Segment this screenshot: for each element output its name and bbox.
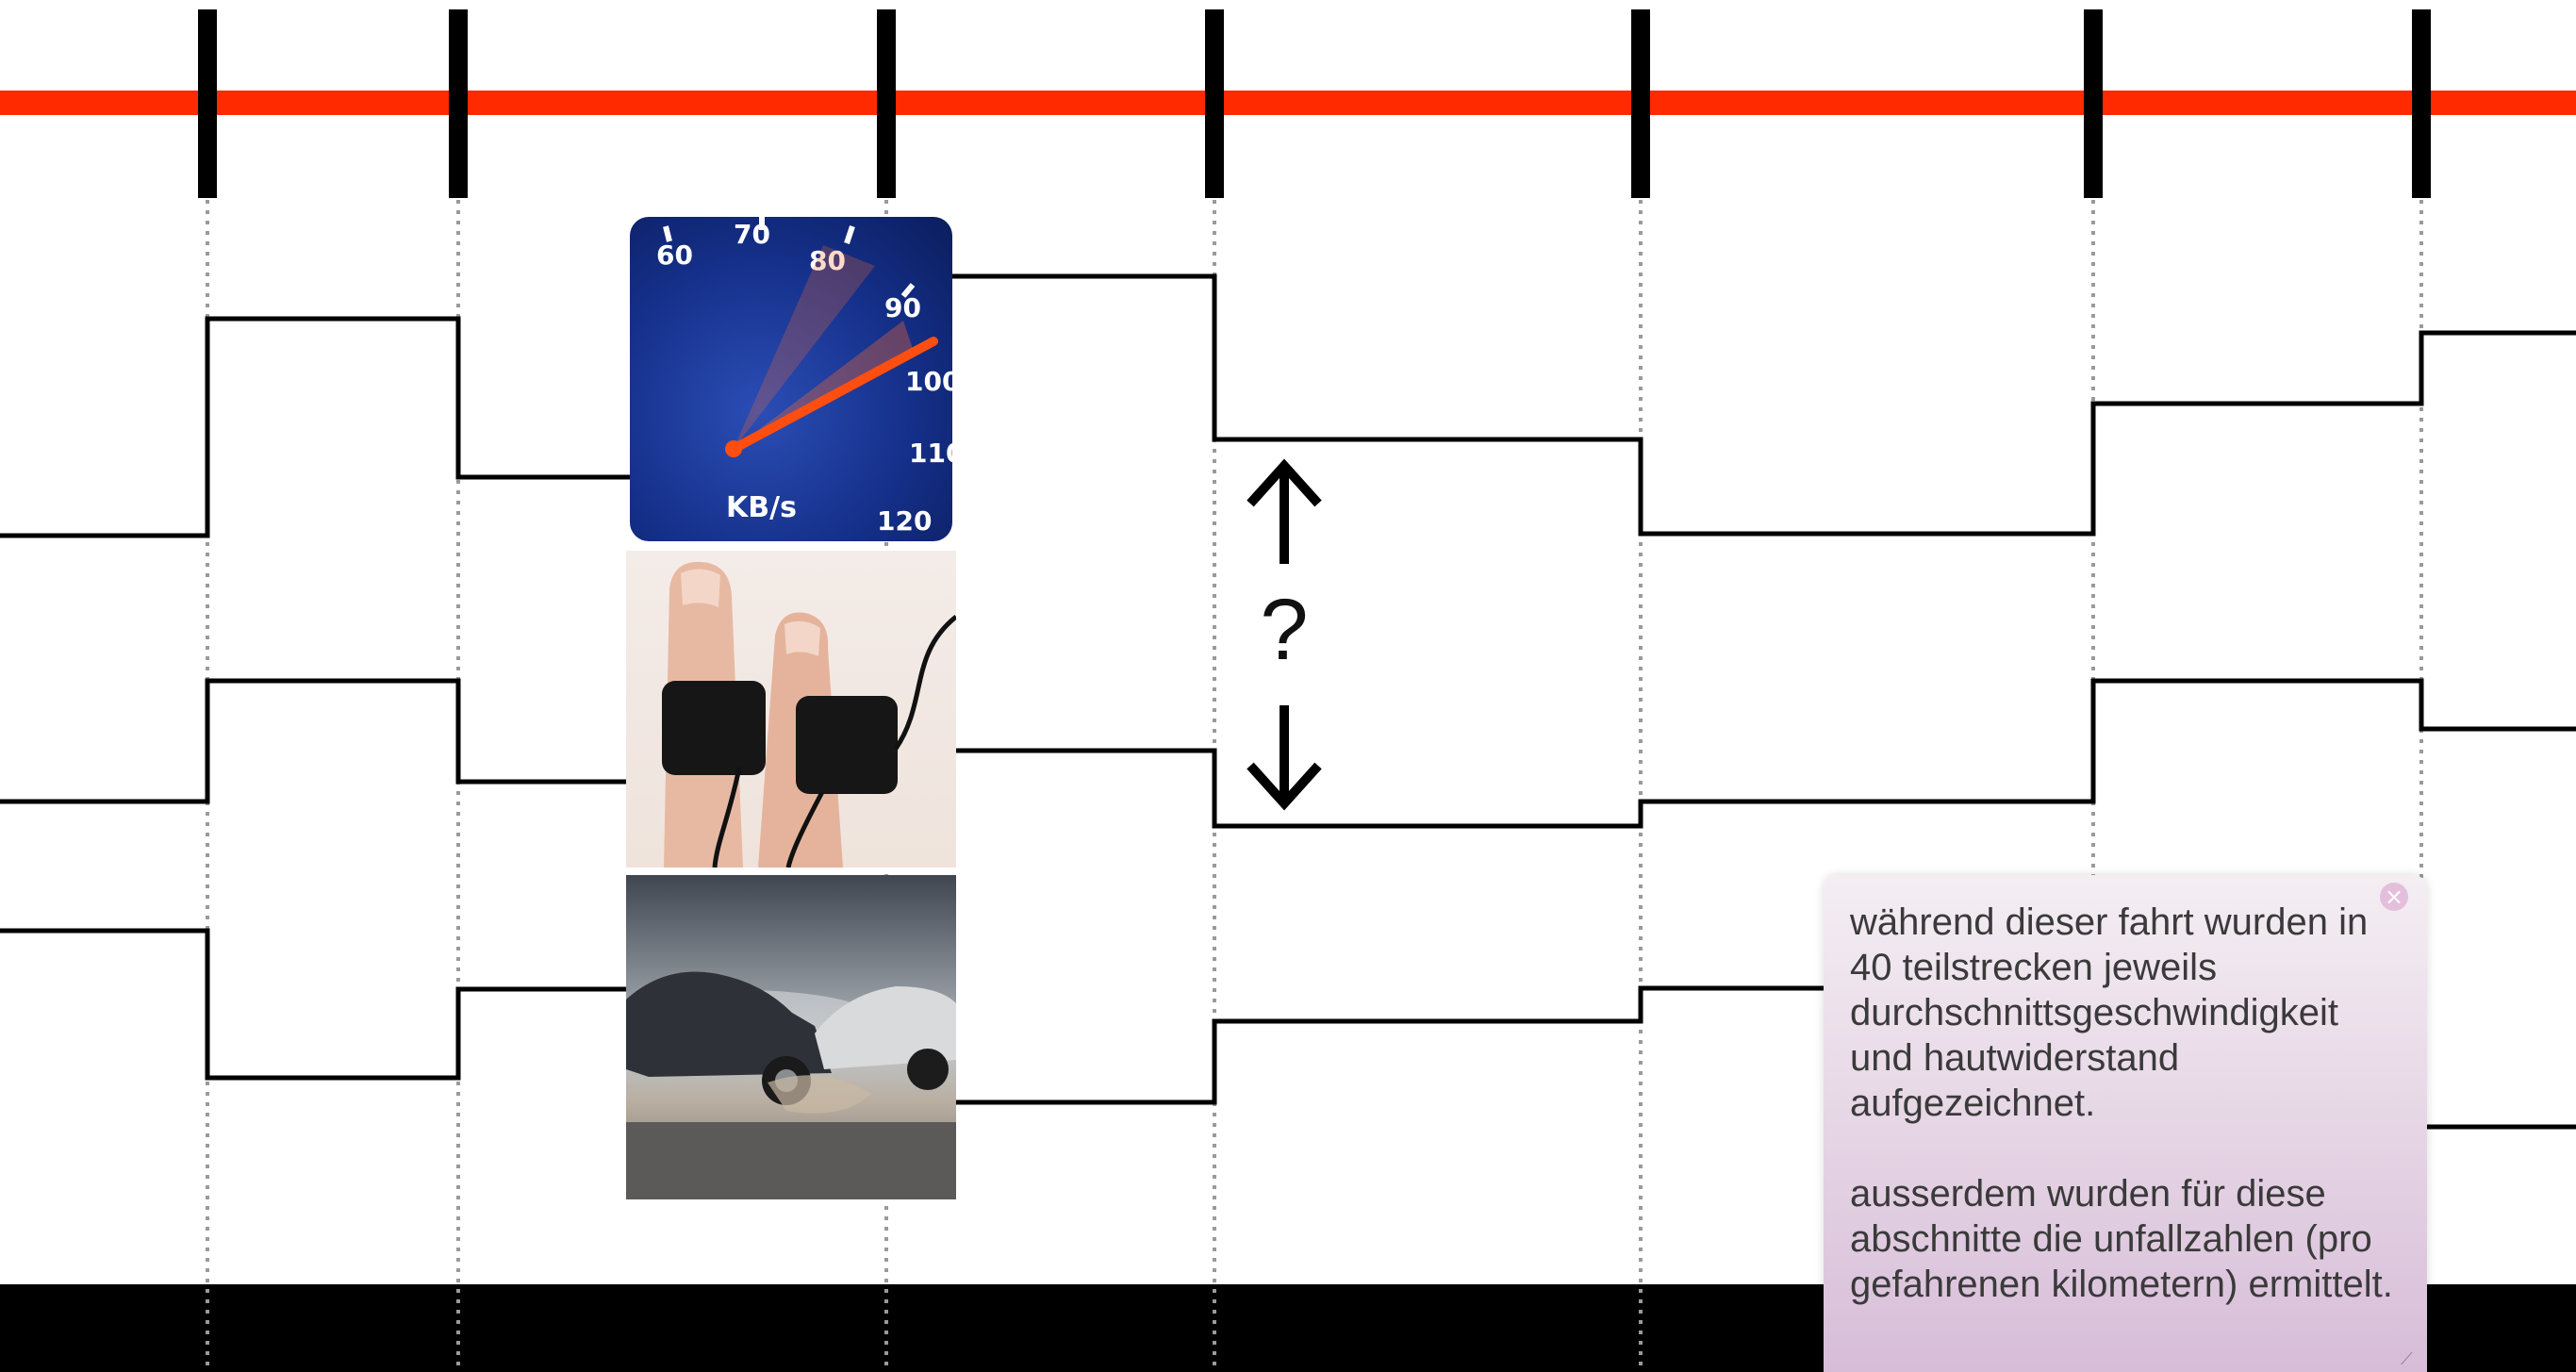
question-mark: ?: [1260, 582, 1309, 678]
segment-marker: [877, 9, 896, 198]
car-crash-image: [626, 875, 956, 1199]
close-icon[interactable]: ×: [2380, 883, 2408, 911]
segment-marker: [2084, 9, 2103, 198]
note-text[interactable]: während dieser fahrt wurden in 40 teilst…: [1850, 901, 2393, 1305]
sensor-band: [662, 681, 766, 775]
tick-label: 60: [656, 240, 693, 271]
skin-sensor-image: [626, 551, 956, 868]
increase-arrow-icon: [1247, 458, 1322, 564]
speed-unit-label: KB/s: [726, 491, 797, 524]
signal-line-1: [0, 273, 2576, 538]
decrease-arrow-icon: [1247, 705, 1322, 811]
segment-markers: [198, 9, 2431, 198]
signal-line-2: [0, 678, 2576, 829]
tick-label: 120: [877, 505, 932, 537]
speed-needle: [729, 337, 938, 454]
tick-label: 90: [884, 292, 921, 323]
segment-marker: [449, 9, 468, 198]
speedometer-image: 60 70 80 90 100 110 120 KB/s: [630, 217, 952, 541]
sensor-band: [796, 696, 898, 794]
tick-label: 70: [734, 219, 770, 250]
tick-label: 80: [809, 245, 846, 276]
segment-marker: [1205, 9, 1224, 198]
segment-marker: [2412, 9, 2431, 198]
resize-icon[interactable]: ⟋: [2401, 1349, 2413, 1369]
sticky-note[interactable]: × während dieser fahrt wurden in 40 teil…: [1824, 875, 2427, 1372]
timeline-bar: [0, 91, 2576, 115]
tick-label: 100: [905, 366, 952, 397]
tick-label: 110: [909, 438, 952, 469]
segment-marker: [1631, 9, 1650, 198]
segment-marker: [198, 9, 217, 198]
